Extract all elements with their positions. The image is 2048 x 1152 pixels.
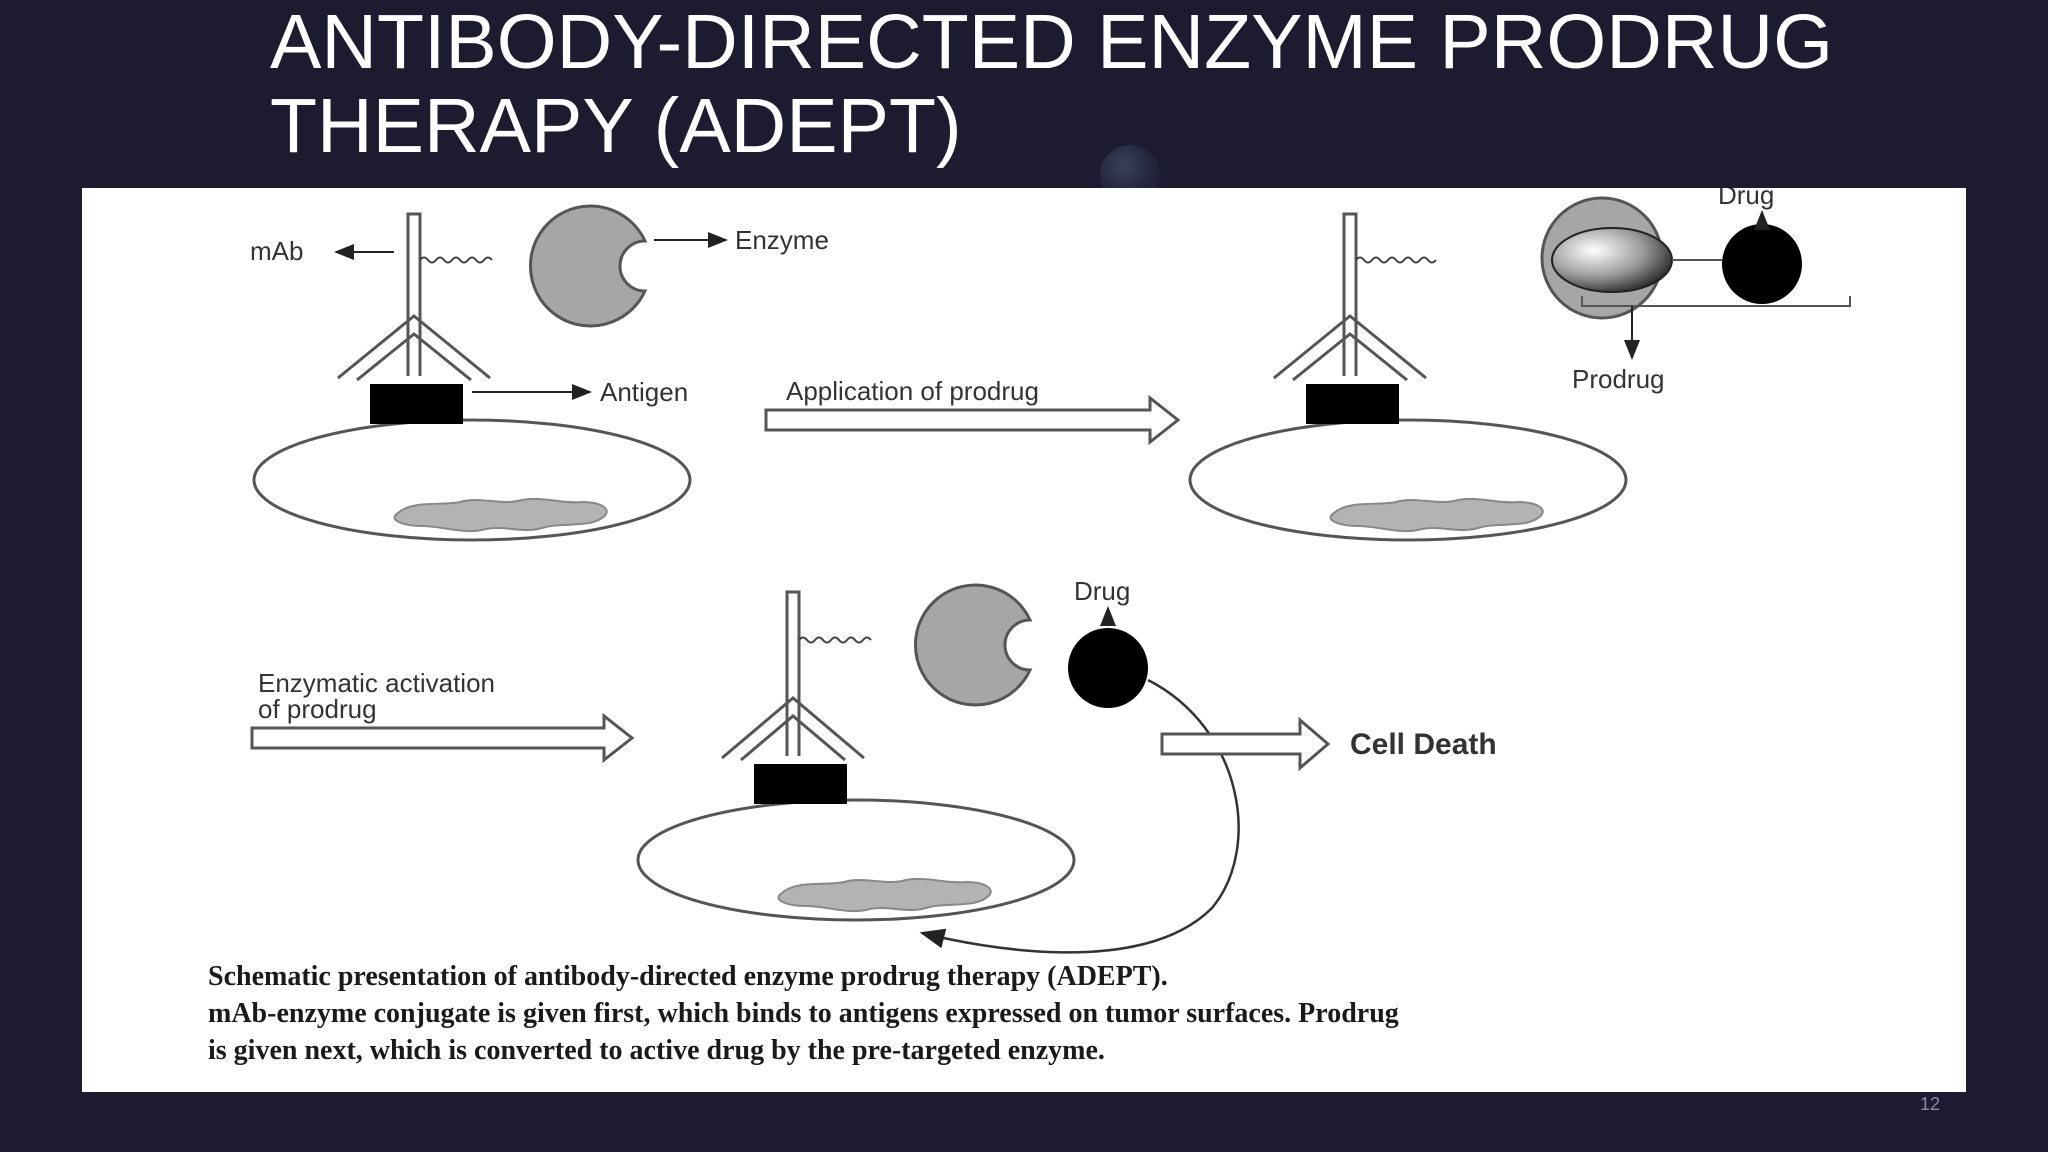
linker-2 (1355, 256, 1437, 264)
panel-1-cell-complex: mAb Enzyme Antigen (250, 204, 829, 542)
label-enzymatic-activation-1: Enzymatic activation (258, 668, 495, 698)
label-application-of-prodrug: Application of prodrug (786, 376, 1039, 406)
title-line-1: ANTIBODY-DIRECTED ENZYME PRODRUG (270, 0, 1833, 85)
adept-diagram: mAb Enzyme Antigen Application of prodru… (82, 188, 1966, 1092)
prodrug-shape (1551, 227, 1673, 293)
label-prodrug: Prodrug (1572, 364, 1665, 394)
antibody-2 (1273, 212, 1427, 382)
drug-dot-top (1722, 224, 1802, 304)
label-enzyme: Enzyme (735, 225, 829, 255)
nucleus-3 (777, 877, 992, 913)
application-arrow: Application of prodrug (764, 376, 1181, 446)
caption-line-1: Schematic presentation of antibody-direc… (208, 961, 1168, 992)
linker-3 (798, 636, 872, 644)
activation-arrow: Enzymatic activation of prodrug (250, 668, 635, 764)
nucleus-1 (393, 497, 608, 533)
figure-caption: Schematic presentation of antibody-direc… (208, 958, 1908, 1069)
panel-2-cell-complex: Drug Prodrug (1188, 188, 1851, 542)
panel-3-cell-complex: Drug (636, 576, 1240, 954)
label-cell-death: Cell Death (1350, 728, 1497, 761)
enzyme-1 (529, 204, 648, 328)
slide-title: ANTIBODY-DIRECTED ENZYME PRODRUG THERAPY… (270, 0, 1970, 168)
title-line-2: THERAPY (ADEPT) (270, 83, 962, 169)
drug-dot-bottom (1068, 628, 1148, 708)
prodrug-bracket (1581, 296, 1851, 307)
label-drug-bottom: Drug (1074, 576, 1130, 606)
label-mab: mAb (250, 236, 303, 266)
caption-line-2: mAb-enzyme conjugate is given first, whi… (208, 998, 1399, 1029)
label-enzymatic-activation-2: of prodrug (258, 694, 377, 724)
linker-1 (419, 256, 493, 264)
antigen-block-3 (754, 764, 847, 804)
cell-death-arrow: Cell Death (1160, 716, 1497, 772)
page-number: 12 (1920, 1094, 1941, 1114)
antigen-block-1 (370, 384, 463, 424)
caption-line-3: is given next, which is converted to act… (208, 1035, 1105, 1066)
label-antigen: Antigen (600, 377, 688, 407)
antigen-block-2 (1306, 384, 1399, 424)
nucleus-2 (1329, 497, 1544, 533)
enzyme-3 (914, 583, 1033, 707)
antibody-3 (721, 590, 865, 762)
antibody-1 (337, 212, 491, 382)
label-drug-top: Drug (1718, 188, 1774, 210)
